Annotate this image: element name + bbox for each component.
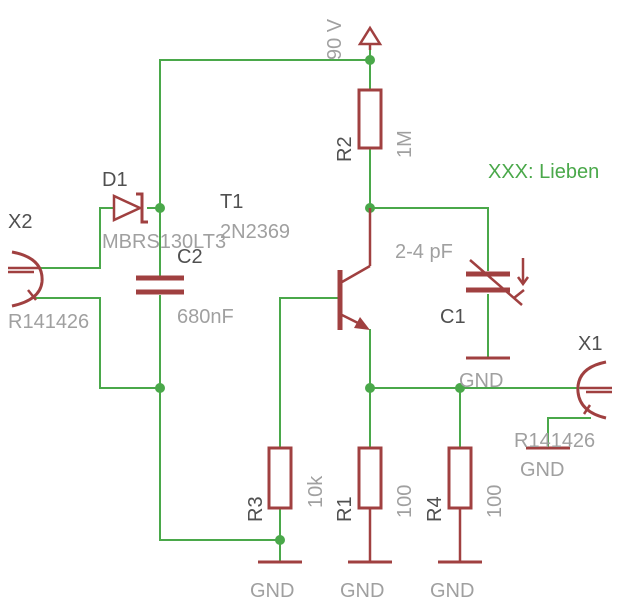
resistor-r3-body xyxy=(267,446,293,510)
x2-name: X2 xyxy=(8,211,32,233)
x1-value: R141426 xyxy=(514,430,595,452)
resistor-r1-body xyxy=(357,446,383,510)
c1-value: 2-4 pF xyxy=(395,241,453,263)
net-label: XXX: Lieben xyxy=(488,161,599,183)
junction-r4 xyxy=(455,383,465,393)
d1-triangle-icon xyxy=(112,194,143,222)
d1-name: D1 xyxy=(102,169,128,191)
r4-name: R4 xyxy=(424,496,446,522)
x1-name: X1 xyxy=(578,333,602,355)
t1-emitter-arrow-icon xyxy=(354,317,370,330)
transistor-t1 xyxy=(337,208,372,330)
d1-cathode-bar xyxy=(136,192,148,224)
c1-trim-tick xyxy=(513,289,525,299)
junctions xyxy=(155,55,465,545)
wire-x2-pin2 xyxy=(31,297,161,389)
wire-c1-top xyxy=(369,207,489,271)
r1-name: R1 xyxy=(334,496,356,522)
r3-name: R3 xyxy=(245,496,267,522)
x2-value: R141426 xyxy=(8,311,89,333)
junction-supply xyxy=(365,55,375,65)
diode-d1 xyxy=(112,192,148,224)
junction-d1-cathode xyxy=(155,203,165,213)
t1-name: T1 xyxy=(220,191,243,213)
trimmer-capacitor-c1 xyxy=(466,258,530,306)
r1-value: 100 xyxy=(394,485,416,518)
gnd-x1-label: GND xyxy=(520,459,564,481)
c1-name: C1 xyxy=(440,306,466,328)
connector-x1 xyxy=(576,360,612,420)
ground-symbols xyxy=(258,356,570,564)
gnd-r1-label: GND xyxy=(340,580,384,602)
gnd-c1-label: GND xyxy=(459,370,503,392)
c2-value: 680nF xyxy=(177,306,234,328)
wire-x1-pin2 xyxy=(547,417,591,449)
gnd-r3-label: GND xyxy=(250,580,294,602)
x2-socket-icon xyxy=(11,250,44,308)
r2-value: 1M xyxy=(394,130,416,158)
wire-left-bottom xyxy=(159,387,281,541)
supply-arrow-icon xyxy=(357,25,383,46)
resistor-r2-body xyxy=(357,88,383,150)
connector-x2 xyxy=(8,250,44,308)
d1-value: MBRS130LT3 xyxy=(102,231,226,253)
c1-trim-line xyxy=(469,259,523,306)
wire-base xyxy=(279,297,341,449)
junction-emitter xyxy=(365,383,375,393)
wire-d1-anode xyxy=(99,207,113,269)
c2-name: C2 xyxy=(177,246,203,268)
junction-c2-bottom xyxy=(155,383,165,393)
supply-label: 90 V xyxy=(324,18,346,60)
resistor-r4-body xyxy=(447,446,473,510)
r4-value: 100 xyxy=(484,485,506,518)
r2-name: R2 xyxy=(334,136,356,162)
t1-value: 2N2369 xyxy=(220,221,290,243)
x1-socket-icon xyxy=(576,360,607,420)
r3-value: 10k xyxy=(305,475,327,508)
wire-supply-rail xyxy=(159,59,371,209)
supply-symbol xyxy=(357,25,383,50)
wires xyxy=(31,49,591,563)
gnd-r4-label: GND xyxy=(430,580,474,602)
t1-collector-leg xyxy=(341,264,371,284)
junction-r3-gnd xyxy=(275,535,285,545)
